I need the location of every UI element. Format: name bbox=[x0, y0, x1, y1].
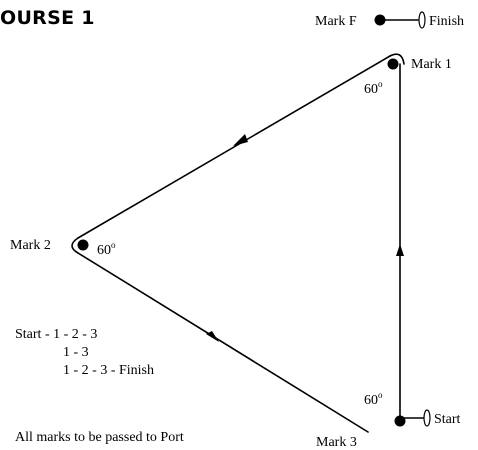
finish-label: Finish bbox=[429, 14, 464, 29]
leg-mark1-mark2 bbox=[77, 55, 391, 239]
mark-1-buoy bbox=[387, 58, 399, 70]
finish-flag-icon bbox=[418, 11, 426, 29]
course-title: OURSE 1 bbox=[0, 7, 95, 29]
rounding-arc-mark2 bbox=[71, 237, 79, 254]
mark-f-buoy bbox=[374, 14, 386, 26]
rounding-arc-mark1 bbox=[389, 53, 405, 65]
angle-mark2: 60o bbox=[97, 240, 116, 258]
direction-arrow-right-leg bbox=[396, 244, 404, 256]
mark-3-label: Mark 3 bbox=[316, 435, 357, 450]
rounding-note: All marks to be passed to Port bbox=[15, 430, 184, 445]
route-line: Start - 1 - 2 - 3 bbox=[15, 327, 98, 342]
leg-mark2-mark3 bbox=[77, 252, 369, 433]
angle-mark3: 60o bbox=[364, 390, 383, 408]
direction-arrow-lower-leg bbox=[206, 331, 219, 342]
angle-mark1: 60o bbox=[364, 79, 383, 97]
mark-f-label: Mark F bbox=[315, 14, 357, 29]
mark-2-label: Mark 2 bbox=[10, 238, 51, 253]
mark-3-buoy bbox=[394, 415, 406, 427]
route-line: 1 - 3 bbox=[63, 345, 89, 360]
start-label: Start bbox=[434, 412, 461, 427]
direction-arrow-upper-leg bbox=[233, 134, 248, 146]
start-flag-icon bbox=[423, 409, 431, 427]
route-line: 1 - 2 - 3 - Finish bbox=[63, 363, 154, 378]
mark-2-buoy bbox=[77, 239, 89, 251]
route-list: Start - 1 - 2 - 3 1 - 3 1 - 2 - 3 - Fini… bbox=[15, 326, 154, 380]
mark-1-label: Mark 1 bbox=[411, 57, 452, 72]
